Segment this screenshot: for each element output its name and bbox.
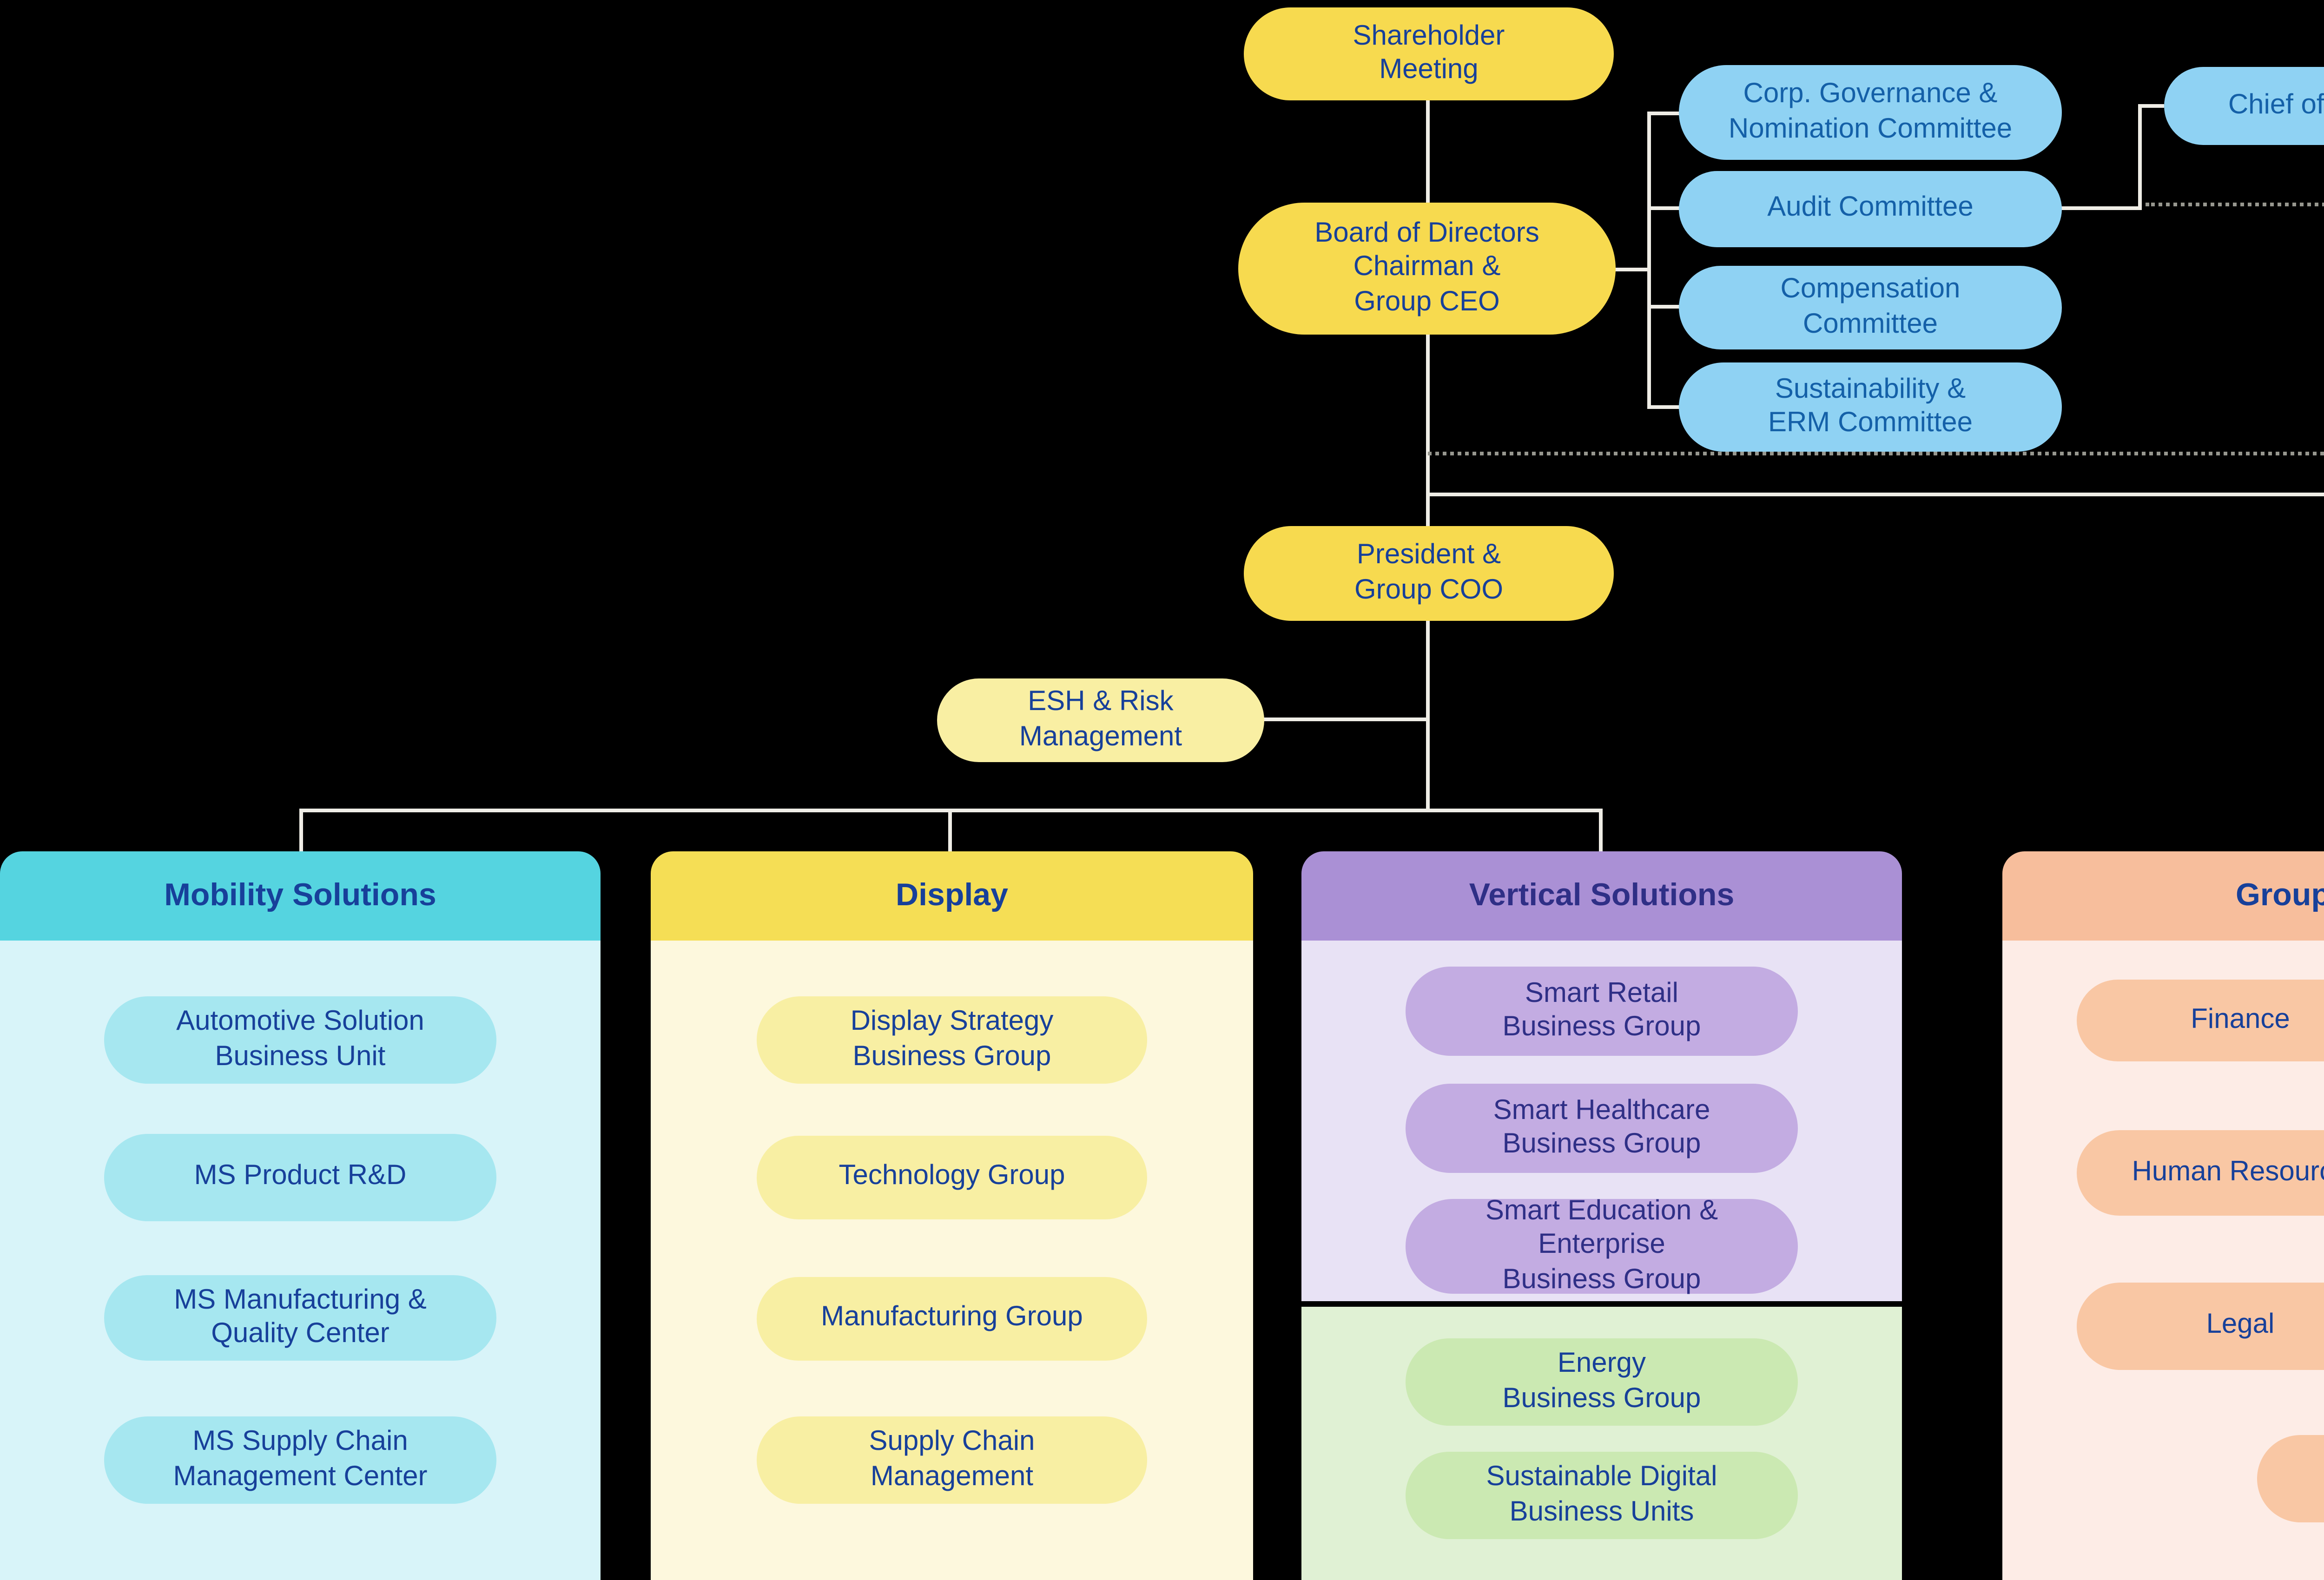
column-group-infrastructure: Group Infrastructure Unit Finance Digita…: [2002, 851, 2324, 1580]
node-technology-group: Technology Group: [757, 1136, 1147, 1219]
connector-committee-3-stub: [1647, 305, 1681, 309]
connector-drop-vertical: [1599, 809, 1603, 851]
column-mobility-solutions: Mobility Solutions Automotive Solution B…: [0, 851, 601, 1580]
connector-committees-bracket: [1647, 112, 1651, 409]
node-finance: Finance: [2077, 980, 2324, 1061]
connector-drop-display: [948, 809, 952, 851]
node-smart-healthcare-bg: Smart Healthcare Business Group: [1406, 1084, 1798, 1173]
dotted-audit-to-right-edge: [2146, 203, 2324, 206]
connector-audit-compliance-h: [2060, 206, 2142, 210]
node-automotive-solution-bu: Automotive Solution Business Unit: [104, 996, 496, 1084]
node-audit-committee: Audit Committee: [1679, 171, 2062, 247]
connector-compliance-stub: [2138, 104, 2164, 108]
connector-committee-1-stub: [1647, 112, 1681, 115]
node-energy-bg: Energy Business Group: [1406, 1338, 1798, 1426]
node-corp-governance-committee: Corp. Governance & Nomination Committee: [1679, 65, 2062, 160]
node-sustainability-erm-committee: Sustainability & ERM Committee: [1679, 362, 2062, 452]
column-header-vertical-solutions: Vertical Solutions: [1301, 851, 1902, 941]
node-ms-product-rd: MS Product R&D: [104, 1134, 496, 1221]
node-ms-manufacturing-quality: MS Manufacturing & Quality Center: [104, 1275, 496, 1361]
column-display: Display Display Strategy Business Group …: [651, 851, 1253, 1580]
node-supply-chain-management: Supply Chain Management: [757, 1416, 1147, 1504]
node-board-of-directors: Board of Directors Chairman & Group CEO: [1238, 203, 1616, 335]
column-header-mobility-solutions: Mobility Solutions: [0, 851, 601, 941]
connector-board-president: [1426, 333, 1430, 528]
connector-committee-2-stub: [1647, 206, 1681, 210]
node-auditing: Auditing: [2257, 1435, 2324, 1522]
column-vertical-solutions: Vertical Solutions Smart Retail Business…: [1301, 851, 1902, 1580]
node-display-strategy-bg: Display Strategy Business Group: [757, 996, 1147, 1084]
node-esh-risk-management: ESH & Risk Management: [937, 678, 1264, 762]
node-ms-supply-chain: MS Supply Chain Management Center: [104, 1416, 496, 1504]
node-manufacturing-group: Manufacturing Group: [757, 1277, 1147, 1361]
connector-board-committees-stub: [1614, 268, 1651, 271]
column-header-group-infrastructure: Group Infrastructure Unit: [2002, 851, 2324, 941]
node-human-resource: Human Resource: [2077, 1130, 2324, 1216]
node-sustainable-digital-bu: Sustainable Digital Business Units: [1406, 1452, 1798, 1539]
node-smart-retail-bg: Smart Retail Business Group: [1406, 967, 1798, 1056]
node-compensation-committee: Compensation Committee: [1679, 266, 2062, 349]
connector-president-down: [1426, 619, 1430, 812]
connector-shareholder-board: [1426, 99, 1430, 204]
node-legal: Legal: [2077, 1283, 2324, 1370]
node-smart-education-enterprise-bg: Smart Education & Enterprise Business Gr…: [1406, 1195, 1798, 1295]
connector-esh-stub: [1262, 718, 1428, 721]
node-shareholder-meeting: Shareholder Meeting: [1244, 7, 1614, 100]
connector-drop-mobility: [299, 809, 303, 851]
dotted-compliance-to-ceo-line-h: [1428, 452, 2324, 455]
column-header-display: Display: [651, 851, 1253, 941]
node-president-group-coo: President & Group COO: [1244, 526, 1614, 621]
connector-giu-h: [1426, 493, 2324, 496]
node-chief-of-compliance: Chief of Compliance: [2164, 67, 2324, 145]
connector-committee-4-stub: [1647, 405, 1681, 409]
connector-audit-compliance-v: [2138, 104, 2142, 210]
